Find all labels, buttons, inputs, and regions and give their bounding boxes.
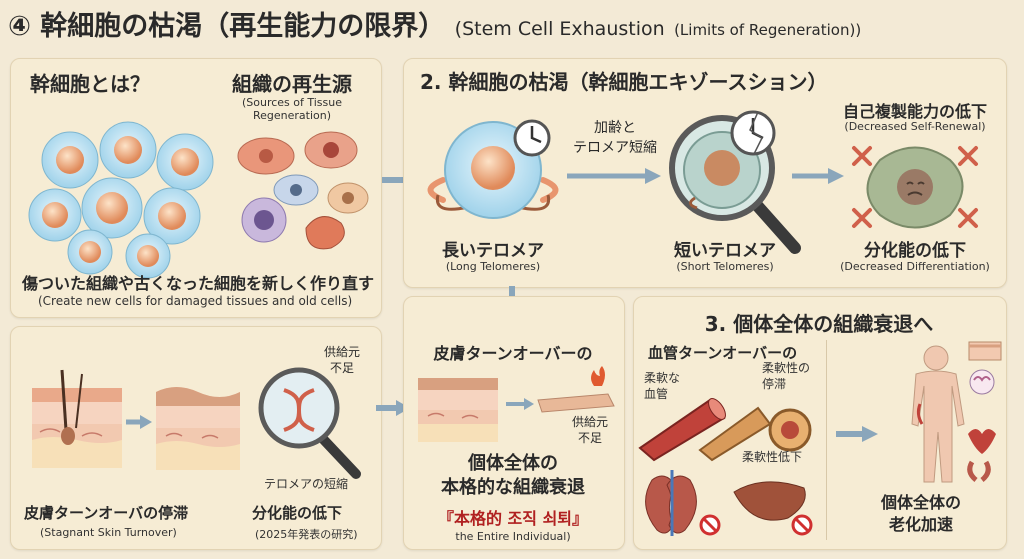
short-telomere-jp: 短いテロメア: [674, 241, 776, 261]
panel5-result-kr: 『本格的 조직 쇠퇴』: [437, 509, 589, 528]
aging-telomere-label: 加齢と テロメア短縮: [573, 120, 657, 156]
skin-turnover-illustration: [418, 366, 615, 442]
short-telomere-en: (Short Telomeres): [676, 260, 774, 273]
self-renewal-jp: 自己複製能力の低下: [842, 102, 987, 121]
arrow-aging: [567, 168, 661, 184]
panel4-diff-jp: 分化能の低下: [252, 504, 343, 522]
broken-clock-icon: [730, 110, 776, 156]
skin-cross-section-healthy: [32, 369, 122, 468]
panel4-telomere-short: テロメアの短縮: [263, 477, 348, 491]
arrow-to-decline: [792, 168, 844, 184]
panel1-heading: 幹細胞とは？: [30, 72, 150, 96]
stem-cell-cluster-illustration: [28, 121, 214, 279]
long-telomere-en: (Long Telomeres): [445, 260, 541, 273]
stiff-vessel-label: 柔軟性の 停滞: [762, 361, 811, 391]
telomere-magnifier: [258, 367, 361, 479]
panel4-skin-jp: 皮膚ターンオーバの停滞: [24, 504, 189, 522]
clock-icon: [513, 119, 551, 157]
skin-detail-icon: [968, 341, 1002, 361]
panel5-result-jp: 個体全体の 本格的な組織衰退: [441, 453, 585, 498]
x-mark-icon: [852, 146, 978, 228]
panel2-heading: 2. 幹細胞の枯渇（幹細胞エキゾースション）: [420, 70, 828, 94]
long-telomere-jp: 長いテロメア: [442, 241, 544, 261]
prohibited-icon: [699, 514, 721, 536]
vessel-title: 血管ターンオーバーの: [648, 344, 798, 362]
title-main: ④ 幹細胞の枯渇（再生能力の限界）: [8, 11, 446, 42]
differentiated-cells-illustration: [237, 131, 369, 250]
title-en-sub: (Limits of Regeneration)): [674, 21, 862, 39]
stiff-drop-label: 柔軟性低下: [742, 450, 803, 464]
page-title: ④ 幹細胞の枯渇（再生能力の限界） (Stem Cell Exhaustion …: [8, 4, 861, 43]
title-en: (Stem Cell Exhaustion: [454, 18, 665, 40]
panel3-heading: 3. 個体全体の組織衰退へ: [704, 312, 934, 336]
skin-cross-section-stagnant: [156, 387, 240, 470]
panel1-source-en: (Sources of Tissue Regeneration): [241, 96, 343, 122]
panel4-supply-label: 供給元 不足: [323, 345, 360, 375]
differentiation-en: (Decreased Differentiation): [840, 260, 990, 273]
panel1-desc-en: (Create new cells for damaged tissues an…: [38, 294, 353, 308]
flexible-vessel-label: 柔軟な 血管: [644, 371, 681, 401]
human-body-illustration: [911, 345, 996, 483]
divider-line: [826, 340, 827, 540]
prohibited-icon: [791, 514, 813, 536]
panel5-result-en: the Entire Individual): [455, 530, 571, 543]
blood-vessel-illustration: [638, 398, 812, 462]
panel1-source-title: 組織の再生源: [232, 72, 352, 96]
self-renewal-en: (Decreased Self-Renewal): [844, 120, 986, 133]
panel1-desc-jp: 傷ついた組織や古くなった細胞を新しく作り直す: [22, 274, 375, 293]
differentiation-jp: 分化能の低下: [864, 241, 966, 261]
fire-icon: [591, 366, 605, 386]
panel4-diff-en: (2025年発表の研究): [255, 528, 358, 541]
panel5-heading: 皮膚ターンオーバーの: [433, 344, 593, 363]
arrow-to-body: [836, 426, 878, 442]
exhausted-cell-illustration: [852, 146, 978, 229]
body-aging-label: 個体全体の 老化加速: [880, 493, 961, 534]
stem-cells: [28, 121, 214, 279]
panel5-supply-label: 供給元 不足: [571, 415, 608, 445]
panel4-skin-en: (Stagnant Skin Turnover): [40, 526, 177, 539]
kidney-liver-illustration: [645, 470, 813, 536]
arrow-skin-1: [126, 415, 152, 429]
